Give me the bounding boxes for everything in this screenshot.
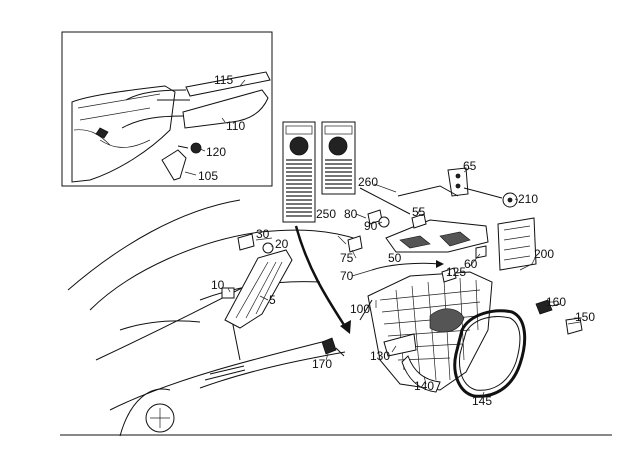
leader-lines [184, 79, 582, 399]
part-200-panel [497, 217, 537, 271]
quarter-panel [359, 267, 493, 393]
callout-110: 110 [226, 119, 245, 133]
callout-125: 125 [446, 265, 466, 279]
pillar-parts [221, 233, 293, 329]
car-body-outline [67, 199, 361, 437]
callout-10: 10 [211, 278, 225, 292]
part-170-bolt [321, 337, 337, 355]
detail-inset [61, 31, 273, 187]
door-seal-145 [453, 309, 527, 398]
callout-170: 170 [312, 357, 332, 371]
part-75-clip [347, 235, 363, 253]
part-130-trim [383, 333, 417, 357]
part-110-panel [182, 89, 269, 129]
callout-50: 50 [388, 251, 402, 265]
callout-30: 30 [256, 227, 270, 241]
warning-labels-250 [282, 121, 356, 334]
part-115-strip [185, 71, 271, 97]
callout-105: 105 [198, 169, 218, 183]
callout-5: 5 [269, 293, 276, 307]
part-100-panel [367, 271, 493, 391]
callout-55: 55 [412, 205, 426, 219]
callout-260: 260 [358, 175, 378, 189]
callout-145: 145 [472, 394, 492, 408]
part-30-bracket [237, 233, 255, 251]
part-20-grommet [262, 242, 274, 254]
part-90-nut [378, 216, 390, 228]
callout-160: 160 [546, 295, 566, 309]
callout-250: 250 [316, 207, 336, 221]
rear-panel-cluster [347, 167, 489, 271]
part-120-screw [190, 142, 202, 154]
callout-115: 115 [214, 73, 233, 87]
right-panel-parts [463, 187, 537, 271]
callout-100: 100 [350, 302, 370, 316]
callout-80: 80 [344, 207, 358, 221]
part-160-bolt [535, 299, 553, 315]
callout-140: 140 [414, 379, 434, 393]
callout-120: 120 [206, 145, 226, 159]
callout-65: 65 [463, 159, 477, 173]
part-55-clip [411, 213, 427, 229]
callout-210: 210 [518, 192, 538, 206]
callout-20: 20 [275, 237, 289, 251]
callout-150: 150 [575, 310, 595, 324]
callout-130: 130 [370, 349, 390, 363]
part-65-bracket [447, 167, 469, 197]
callout-75: 75 [340, 251, 354, 265]
part-105-handle [161, 149, 187, 181]
part-140-liner [401, 355, 441, 393]
part-50-shelf [385, 219, 489, 253]
callout-90: 90 [364, 219, 378, 233]
part-60-block [475, 245, 487, 259]
callout-70: 70 [340, 269, 354, 283]
callout-labels: 115 110 120 105 250 260 65 210 80 55 90 … [198, 73, 595, 408]
callout-200: 200 [534, 247, 554, 261]
fasteners [321, 299, 583, 357]
callout-60: 60 [464, 257, 478, 271]
